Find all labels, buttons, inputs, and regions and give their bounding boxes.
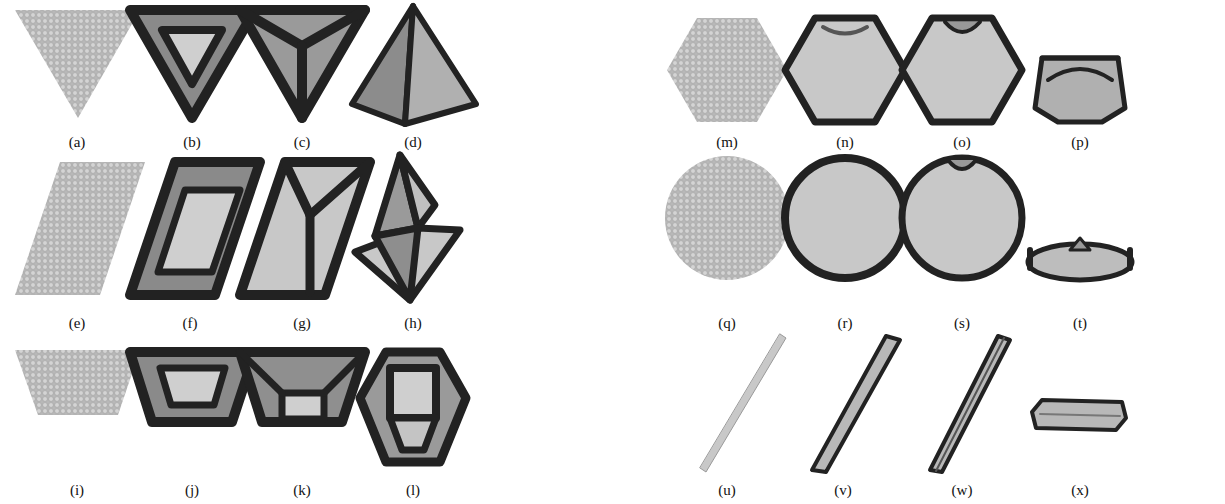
panel-label: (e) xyxy=(69,315,86,332)
panel-label: (d) xyxy=(404,134,422,151)
panel-label: (b) xyxy=(183,134,201,151)
panel-label: (c) xyxy=(294,134,311,151)
panel-label: (g) xyxy=(293,315,311,332)
panel-label: (n) xyxy=(836,134,854,151)
panel-label: (m) xyxy=(716,134,738,151)
panel-label: (u) xyxy=(718,482,736,499)
panel-label: (h) xyxy=(404,315,422,332)
panel-label: (i) xyxy=(70,482,84,499)
panel-label: (x) xyxy=(1071,482,1089,499)
panel-label: (f) xyxy=(183,315,198,332)
panel-label: (v) xyxy=(834,482,852,499)
panel-label: (s) xyxy=(954,315,970,332)
panel-label: (j) xyxy=(185,482,199,499)
panel-label: (k) xyxy=(293,482,311,499)
panel-label: (q) xyxy=(718,315,736,332)
panel-label: (o) xyxy=(953,134,971,151)
panel-label: (a) xyxy=(69,134,86,151)
panel-label: (p) xyxy=(1071,134,1089,151)
panel-label: (t) xyxy=(1073,315,1087,332)
panel-label: (r) xyxy=(838,315,853,332)
panel-label: (l) xyxy=(406,482,420,499)
panel-label: (w) xyxy=(952,482,973,499)
